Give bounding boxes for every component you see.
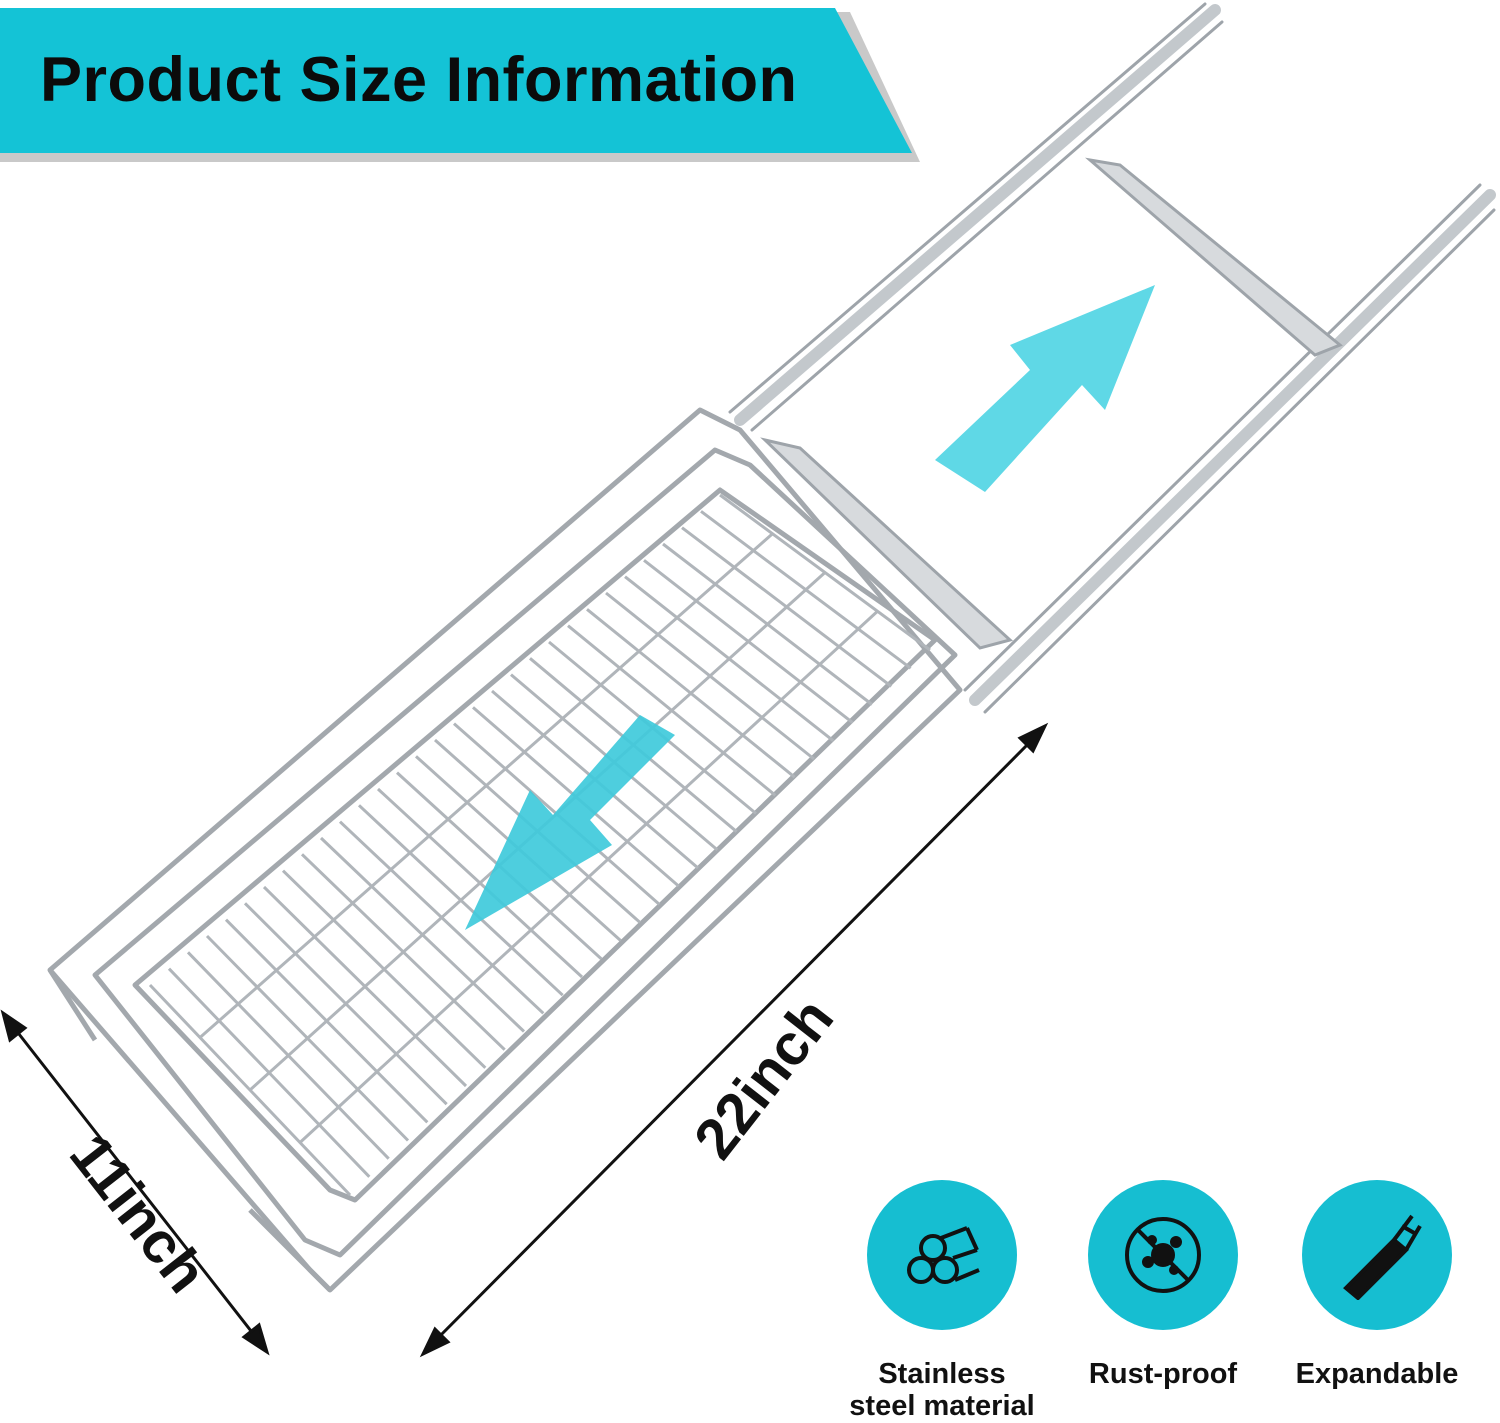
feature-label-stainless-1: Stainless [878, 1358, 1006, 1390]
width-dimension-arrow [0, 1009, 270, 1356]
rail-crossbars [760, 157, 1343, 650]
banner-title: Product Size Information [40, 45, 798, 115]
feature-label-expandable: Expandable [1295, 1358, 1459, 1390]
feature-stainless: Stainless steel material [837, 1180, 1047, 1423]
length-dimension-arrow [419, 722, 1049, 1358]
feature-label-rustproof: Rust-proof [1088, 1358, 1238, 1390]
expand-rail-icon [1343, 1214, 1422, 1300]
basket-wires [148, 493, 931, 1197]
basket-rod [199, 532, 774, 1039]
steel-pipes-icon [907, 1226, 980, 1284]
basket-rod [298, 610, 879, 1144]
basket-frame [47, 407, 963, 1293]
pull-arrow [465, 715, 675, 930]
badge-rustproof [1088, 1180, 1238, 1330]
title-banner [0, 8, 912, 153]
no-rust-icon [1125, 1217, 1201, 1293]
feature-expandable: Expandable [1272, 1180, 1482, 1390]
feature-label-stainless-2: steel material [849, 1390, 1035, 1423]
feature-rustproof: Rust-proof [1058, 1180, 1268, 1390]
badge-expandable [1302, 1180, 1452, 1330]
push-arrow [935, 285, 1155, 492]
badge-stainless [867, 1180, 1017, 1330]
slide-rails [728, 2, 1496, 714]
